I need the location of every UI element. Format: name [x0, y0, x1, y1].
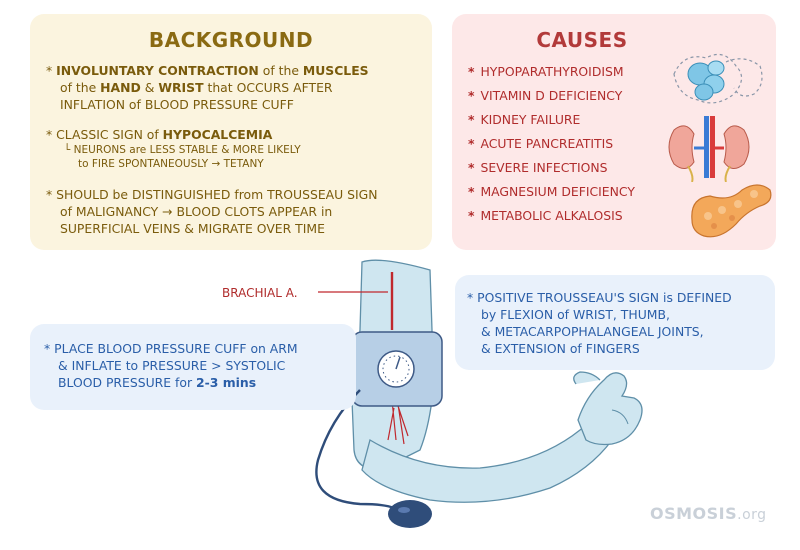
cause-label: HYPOPARATHYROIDISM	[480, 64, 624, 79]
bg-p1-l1c: MUSCLES	[302, 63, 369, 78]
background-point-3: * SHOULD be DISTINGUISHED from TROUSSEAU…	[46, 186, 378, 237]
background-panel: BACKGROUND * INVOLUNTARY CONTRACTION of …	[30, 14, 432, 250]
background-point-2: * CLASSIC SIGN of HYPOCALCEMIA └ NEURONS…	[46, 126, 301, 171]
cuff-tube	[315, 389, 395, 510]
bg-p1-l2c: &	[140, 80, 159, 95]
bg-p2-l3: to FIRE SPONTANEOUSLY → TETANY	[78, 158, 264, 170]
finger-crease	[611, 409, 629, 425]
hand	[577, 372, 643, 446]
cuff-l1: PLACE BLOOD PRESSURE CUFF on ARM	[54, 341, 298, 356]
sub-arrow-icon: └	[64, 144, 74, 156]
causes-panel: CAUSES * HYPOPARATHYROIDISM * VITAMIN D DE…	[452, 14, 776, 250]
bg-p2-l1b: HYPOCALCEMIA	[162, 127, 273, 142]
cause-item: * SEVERE INFECTIONS	[468, 160, 608, 175]
bullet: *	[46, 127, 53, 142]
bullet: *	[468, 64, 475, 79]
cause-label: MAGNESIUM DEFICIENCY	[480, 184, 635, 199]
bullet: *	[46, 63, 53, 78]
bg-p1-l1b: of the	[258, 63, 303, 78]
osmosis-logo: OSMOSIS.org	[650, 504, 767, 523]
trou-l2: by FLEXION of WRIST, THUMB,	[481, 307, 670, 322]
bg-p3-l1: SHOULD be DISTINGUISHED from TROUSSEAU S…	[56, 187, 378, 202]
bullet: *	[468, 208, 475, 223]
cause-label: METABOLIC ALKALOSIS	[480, 208, 623, 223]
bg-p1-l2d: WRIST	[158, 80, 204, 95]
background-title: BACKGROUND	[148, 28, 314, 52]
forearm	[361, 417, 613, 503]
causes-title: CAUSES	[536, 28, 628, 52]
cause-label: ACUTE PANCREATITIS	[480, 136, 614, 151]
cuff-l2: & INFLATE to PRESSURE > SYSTOLIC	[58, 358, 286, 373]
bullet: *	[46, 187, 53, 202]
bullet: *	[468, 160, 475, 175]
bg-p1-l1a: INVOLUNTARY CONTRACTION	[56, 63, 259, 78]
cuff-note-panel: * PLACE BLOOD PRESSURE CUFF on ARM & INF…	[30, 324, 356, 410]
artery-branches	[387, 399, 409, 445]
gauge-ticks	[382, 355, 410, 383]
inflation-bulb	[388, 500, 432, 528]
bg-p1-l2b: HAND	[100, 80, 141, 95]
bulb-highlight	[398, 507, 410, 513]
bg-p3-l3: SUPERFICIAL VEINS & MIGRATE OVER TIME	[60, 221, 325, 236]
cuff-l3a: BLOOD PRESSURE for	[58, 375, 197, 390]
logo-main: OSMOSIS	[650, 504, 738, 523]
trou-l1: POSITIVE TROUSSEAU'S SIGN is DEFINED	[477, 290, 732, 305]
bg-p3-l2: of MALIGNANCY → BLOOD CLOTS APPEAR in	[60, 204, 333, 219]
cause-item: * HYPOPARATHYROIDISM	[468, 64, 624, 79]
cause-label: VITAMIN D DEFICIENCY	[480, 88, 623, 103]
trousseau-note-panel: * POSITIVE TROUSSEAU'S SIGN is DEFINED b…	[455, 275, 775, 370]
parathyroid-icon	[673, 53, 763, 104]
cause-item: * ACUTE PANCREATITIS	[468, 136, 613, 151]
logo-suffix: .org	[737, 507, 767, 523]
bullet: *	[468, 136, 475, 151]
cuff-l3b: 2-3 mins	[196, 375, 257, 390]
bg-p2-l1a: CLASSIC SIGN of	[56, 127, 163, 142]
trou-l3: & METACARPOPHALANGEAL JOINTS,	[481, 324, 704, 339]
bullet: *	[44, 341, 51, 356]
bullet: *	[468, 184, 475, 199]
cause-item: * KIDNEY FAILURE	[468, 112, 580, 127]
cause-label: KIDNEY FAILURE	[480, 112, 581, 127]
bg-p2-l2: NEURONS are LESS STABLE & MORE LIKELY	[73, 144, 301, 156]
cause-item: * METABOLIC ALKALOSIS	[468, 208, 623, 223]
kidneys-icon	[668, 116, 750, 182]
bullet: *	[468, 88, 475, 103]
cause-item: * MAGNESIUM DEFICIENCY	[468, 184, 635, 199]
bullet: *	[467, 290, 474, 305]
bg-p1-l2a: of the	[60, 80, 101, 95]
bg-p1-l2e: that OCCURS AFTER	[203, 80, 333, 95]
background-point-1: * INVOLUNTARY CONTRACTION of the MUSCLES…	[46, 62, 369, 113]
cause-item: * VITAMIN D DEFICIENCY	[468, 88, 622, 103]
brachial-label: BRACHIAL A.	[222, 286, 298, 300]
cause-label: SEVERE INFECTIONS	[480, 160, 608, 175]
trou-l4: & EXTENSION of FINGERS	[481, 341, 640, 356]
trousseau-note-text: * POSITIVE TROUSSEAU'S SIGN is DEFINED b…	[467, 289, 732, 357]
bg-p1-l3: INFLATION of BLOOD PRESSURE CUFF	[60, 97, 294, 112]
gauge-needle	[395, 356, 401, 370]
pancreas-icon	[691, 184, 772, 238]
thumb	[573, 371, 601, 385]
cuff-note-text: * PLACE BLOOD PRESSURE CUFF on ARM & INF…	[44, 340, 298, 391]
bullet: *	[468, 112, 475, 127]
